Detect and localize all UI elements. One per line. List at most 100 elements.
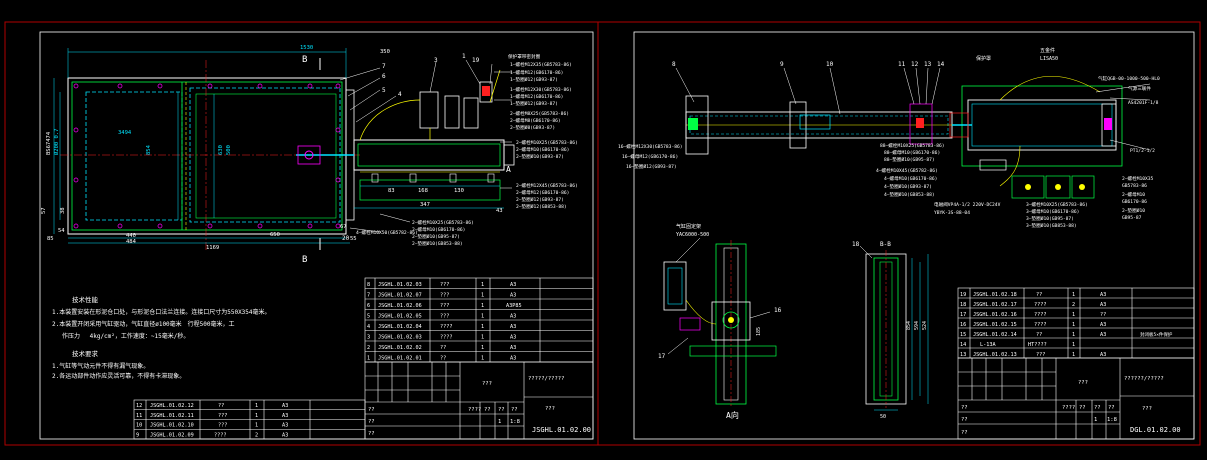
s2bom-6-code: JSGHL.01.02.13 (973, 352, 1017, 358)
title1-code: JSGHL.01.02.00 (532, 426, 591, 434)
bom-7-mat: A3 (510, 356, 516, 362)
title2-name: ??? (1078, 380, 1088, 386)
notes2-line-2: 2.各运动部件动作应灵活可靠，不得有卡滞现象。 (52, 372, 185, 380)
bom-4-qty: 1 (481, 324, 484, 330)
bom-4-code: JSGHL.01.02.04 (378, 324, 422, 330)
bom-7-name: ?? (440, 356, 446, 362)
title2-m7: 1 (1094, 417, 1097, 423)
title2-m6: ?? (961, 417, 968, 423)
part-left-0: 4—螺栓M10X50(GB5782-86) (356, 229, 418, 236)
bom-3-name: ??? (440, 314, 449, 320)
bom-4-name: ???? (440, 324, 453, 330)
sheet1-plan-view (53, 48, 515, 252)
title1-unit: ??? (545, 406, 555, 412)
dim-630: 630 (218, 145, 224, 155)
detail-label-top2: YAC6000-500 (676, 232, 709, 238)
bom-0-code: JSGHL.01.02.03 (378, 282, 422, 288)
sheet1-bom-table: 8 JSGHL.01.02.03 ??? 1 A3 7 JSGHL.01.02.… (364, 277, 594, 363)
bb-dim-854: 854 (906, 321, 912, 330)
detail-callout-16: 16 (774, 307, 782, 314)
part-label-6: 1—垫圈Ø12(GB93-87) (510, 100, 558, 107)
s2-rb-5: GB5783-86 (1122, 183, 1147, 189)
dim-168: 168 (418, 188, 428, 194)
dim-left-a: BS67474 (46, 131, 52, 155)
part-low-2: 2—垫圈Ø12(GB93-87) (516, 196, 564, 203)
detail-callout-17: 17 (658, 353, 666, 360)
dim-854: 854 (146, 144, 152, 155)
bb-section-label: B-B (880, 241, 891, 248)
bom-7-qty: 1 (481, 356, 484, 362)
dim-440: 440 (126, 233, 136, 239)
s2bom-5-code: L-13A (980, 342, 996, 348)
s2-mid-3: 4—螺栓M10X45(GB5782-86) (876, 167, 938, 174)
sheet1-part-labels: 保护罩带密封圈 1—螺栓M12X35(GB5783-86) 1—螺母M12(GB… (356, 53, 578, 247)
part-low-0: 2—螺栓M12X45(GB5783-86) (516, 182, 578, 189)
boml-2-name: ??? (218, 423, 227, 429)
dim-54: 54 (58, 228, 65, 234)
s2-mid-1: 88—螺母M10(GB6170-86) (884, 149, 940, 156)
s2bom-2-mat: ?? (1100, 312, 1106, 318)
dim-500: 500 (226, 145, 232, 155)
sheet1-bom-lower: 12 JSGHL.01.02.12 ?? 1 A3 11 JSGHL.01.02… (133, 399, 366, 440)
s2-top-label-b: LISA50 (1040, 56, 1058, 62)
sheet2-detail-a (663, 237, 777, 408)
bom-6-name: ?? (440, 345, 446, 351)
title1-m6: ?? (368, 419, 375, 425)
s2-left-0: 16—螺栓M12X30(GB5783-86) (618, 143, 683, 150)
bom-6-qty: 1 (481, 345, 484, 351)
bom-2-code: JSGHL.01.02.06 (378, 303, 422, 309)
section-b-top: B (302, 55, 307, 65)
dim-83: 83 (388, 188, 395, 194)
s2bom-2-code: JSGHL.01.02.16 (973, 312, 1017, 318)
notes-title: 技术性能 (72, 295, 99, 304)
part-label-5: 1—螺母M12(GB6170-86) (510, 93, 563, 100)
boml-1-name: ??? (218, 413, 227, 419)
boml-2-qty: 1 (255, 423, 258, 429)
boml-0-name: ?? (218, 403, 224, 409)
title2-m3: ?? (1108, 405, 1115, 411)
part-label-8: 2—螺母M8(GB6170-86) (510, 117, 561, 124)
s2-rb-0: 3—螺栓M10X25(GB5783-86) (1026, 201, 1088, 208)
s2bom-5-no: 14 (960, 342, 966, 348)
notes-line-1: 1.本装置安装在形泥仓口处，与形泥仓口法兰连接。连接口尺寸为550X354毫米。 (52, 308, 271, 316)
sheet2-part-labels: 气缸QGB-00-1000-500-HL0 气源三联件 AS4201F-1/8 … (618, 75, 1160, 229)
s2bom-side: 封闭板5×件保护 (1140, 331, 1173, 338)
title1-m5: ?? (368, 407, 375, 413)
boml-0-no: 12 (136, 403, 142, 409)
part-bottom-3: 2—垫圈Ø10(GB853-88) (412, 240, 463, 247)
s2bom-0-qty: 1 (1072, 292, 1075, 298)
title1-m1: ?? (484, 407, 491, 413)
bom-1-name: ??? (440, 293, 449, 299)
boml-0-qty: 1 (255, 403, 258, 409)
dim-484: 484 (126, 239, 137, 245)
bom-5-name: ???? (440, 335, 453, 341)
dim-ss7: Ø200 0.7 (53, 129, 60, 156)
title2-m8: 1:8 (1107, 417, 1117, 423)
bom-2-mat: A3P85 (506, 303, 522, 309)
sheet1-dimension-labels: 1530 350 3494 854 630 500 650 440 484 11… (41, 45, 511, 265)
bom-1-qty: 1 (481, 293, 484, 299)
title1-m9: ?? (368, 431, 375, 437)
part-mid-2: 2—垫圈Ø10(GB93-87) (516, 153, 564, 160)
s2-rb-8: 2—垫圈Ø10 (1122, 207, 1145, 214)
notes2-line-1: 1.气缸等气动元件不得有漏气现象。 (52, 362, 149, 370)
s2bom-4-qty: 1 (1072, 332, 1075, 338)
s2-top-label-a: 保护罩 (976, 55, 991, 62)
bom-5-qty: 1 (481, 335, 484, 341)
bom-3-no: 5 (367, 314, 370, 320)
part-mid-1: 2—螺母M10(GB6170-86) (516, 146, 569, 153)
s2-rb-7: GB6170-86 (1122, 199, 1147, 205)
callout-19: 19 (472, 57, 480, 64)
boml-1-code: JSGHL.01.02.11 (150, 413, 194, 419)
bom-0-mat: A3 (510, 282, 516, 288)
notes2-title: 技术要求 (72, 349, 99, 358)
dim-43: 43 (496, 208, 503, 214)
callout-6: 6 (382, 73, 386, 80)
dim-3494: 3494 (118, 130, 132, 136)
title1-m3: ?? (511, 407, 518, 413)
part-bottom-1: 2—螺母M10(GB6170-86) (412, 226, 465, 233)
s2bom-3-qty: 1 (1072, 322, 1075, 328)
s2-rb-3: 3—垫圈Ø10(GB853-88) (1026, 222, 1077, 229)
s2-left-2: 16—垫圈Ø12(GB93-87) (626, 163, 677, 170)
boml-2-no: 10 (136, 423, 142, 429)
